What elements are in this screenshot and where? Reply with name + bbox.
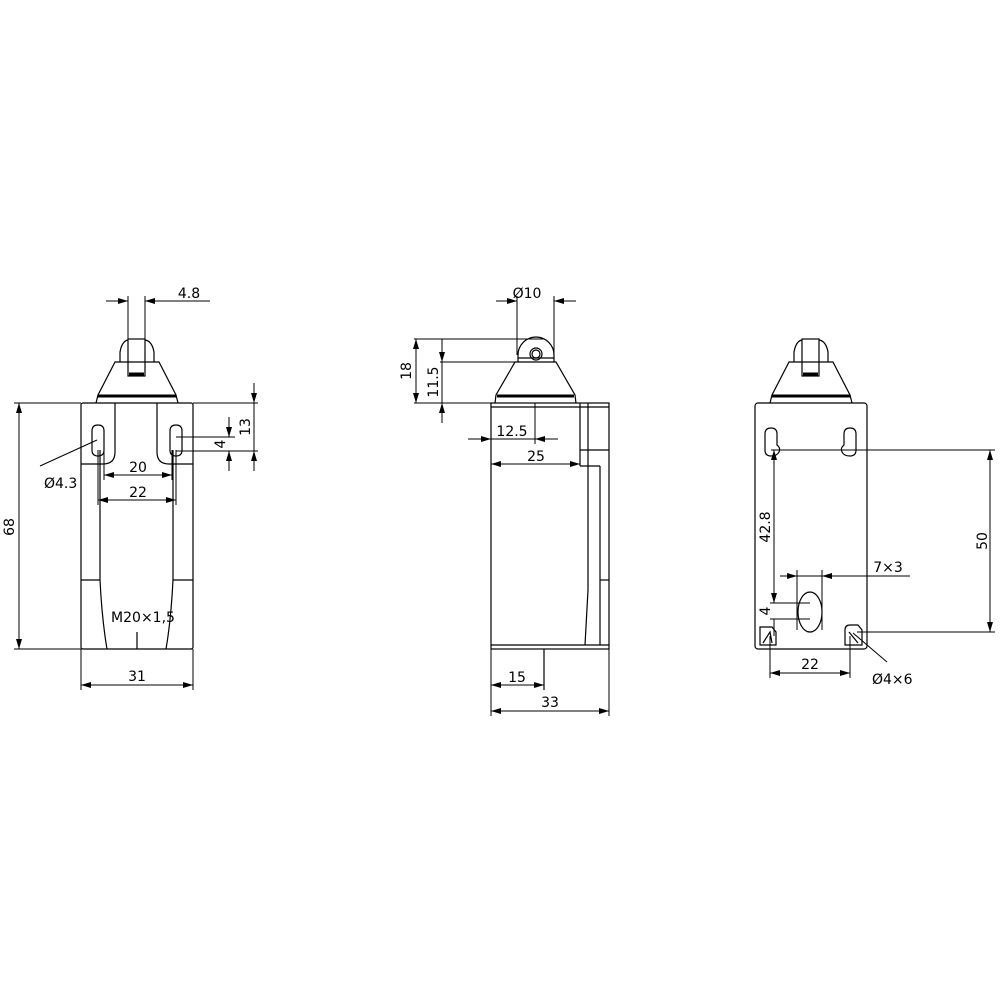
dim-front-depth: 25 bbox=[527, 449, 545, 465]
actuator bbox=[95, 338, 179, 404]
front-view: M20×1,5 4.8 68 31 20 22 Ø4.3 bbox=[2, 286, 258, 690]
dim-depth: 33 bbox=[541, 695, 559, 711]
dim-roller-diameter: Ø10 bbox=[513, 286, 542, 302]
dim-roller-center-height: 11.5 bbox=[426, 366, 442, 397]
slot bbox=[797, 591, 823, 633]
dim-hole-spacing-inner: 20 bbox=[129, 460, 147, 476]
dim-width: 31 bbox=[128, 669, 146, 685]
back-view: 50 42.8 7×3 4 22 Ø4×6 bbox=[754, 338, 995, 688]
dim-slot-height: 4 bbox=[758, 606, 774, 615]
dim-actuator-height: 18 bbox=[399, 362, 415, 380]
dimensions-back: 50 42.8 7×3 4 22 Ø4×6 bbox=[758, 449, 995, 688]
roller-axle bbox=[529, 347, 543, 361]
dim-hole-vertical-spacing: 50 bbox=[975, 532, 991, 550]
actuator-side bbox=[494, 336, 577, 404]
dim-conduit-offset: 15 bbox=[508, 670, 526, 686]
mounting-hole-left bbox=[764, 427, 781, 457]
dim-lever-width: 4.8 bbox=[178, 286, 200, 302]
dim-bottom-hole-size: Ø4×6 bbox=[872, 672, 913, 688]
housing-side bbox=[490, 402, 610, 650]
dim-hole-offset: 13 bbox=[238, 418, 254, 436]
roller bbox=[801, 338, 820, 377]
dim-hole-spacing-outer: 22 bbox=[129, 485, 147, 501]
dim-hole-diameter: Ø4.3 bbox=[44, 476, 77, 492]
dim-slot-size: 7×3 bbox=[873, 560, 903, 576]
dim-actuator-center: 12.5 bbox=[496, 424, 527, 440]
dim-height: 68 bbox=[2, 518, 18, 536]
dim-slot-length: 4 bbox=[213, 439, 229, 448]
side-view: Ø10 18 11.5 12.5 25 15 33 bbox=[399, 286, 610, 716]
thread-label: M20×1,5 bbox=[111, 610, 175, 626]
dim-slot-offset: 42.8 bbox=[758, 511, 774, 542]
housing-back bbox=[754, 402, 868, 650]
dimensions-front: 4.8 68 31 20 22 Ø4.3 13 bbox=[2, 286, 258, 690]
mounting-hole-right bbox=[840, 427, 857, 457]
dimensions-side: Ø10 18 11.5 12.5 25 15 33 bbox=[399, 286, 610, 716]
roller bbox=[127, 338, 146, 377]
dim-bottom-hole-spacing: 22 bbox=[801, 657, 819, 673]
roller bbox=[517, 336, 555, 362]
actuator-back bbox=[769, 338, 853, 404]
bottom-hole-right bbox=[844, 624, 863, 646]
